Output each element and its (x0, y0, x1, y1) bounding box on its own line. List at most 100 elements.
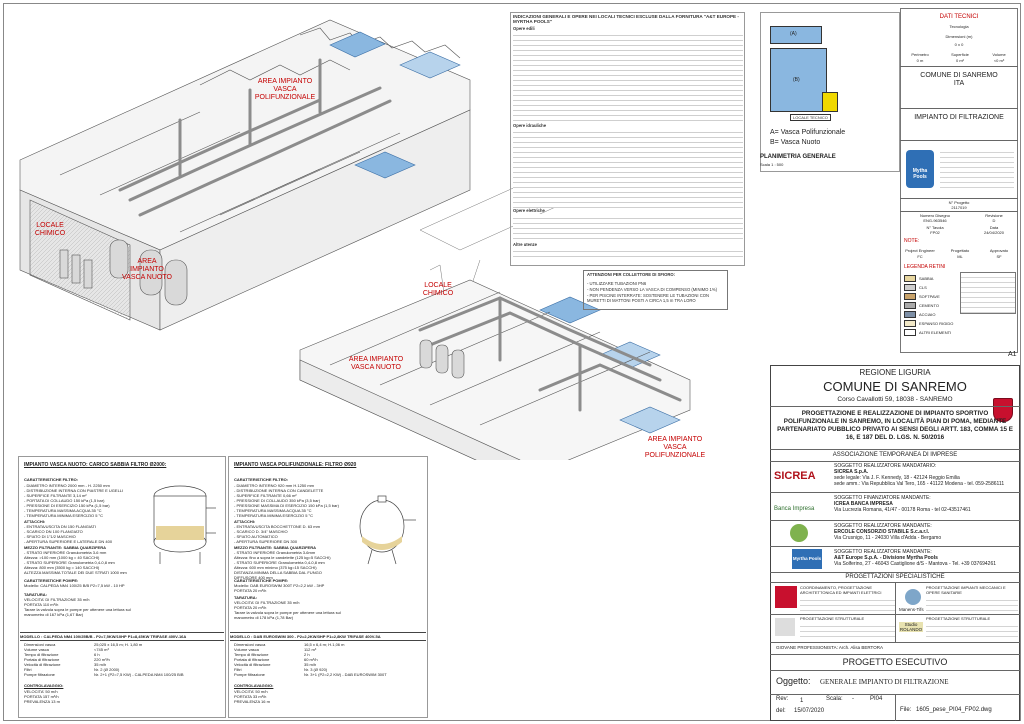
cover-municipality: COMUNE DI SANREMO (823, 379, 967, 394)
tech-country: ITA (953, 80, 965, 87)
prog-value: ML (957, 254, 963, 259)
legend-item: ESPANSO RIGIDO (904, 319, 958, 328)
revision-table (960, 272, 1016, 314)
banca-logo: Banca Impresa (774, 506, 815, 512)
object-label: Oggetto: (776, 676, 811, 686)
rev-value: 1 (800, 698, 804, 704)
label-swim-area: AREA IMPIANTO VASCA NUOTO (122, 258, 172, 281)
spec-poly-control-header: CONTROLAVAGGIO: (234, 683, 274, 688)
spec-poly-pump-header: CARATTERISTICHE POMPE: (234, 578, 289, 583)
spec-swim-pump-header: CARATTERISTICHE POMPE: (24, 578, 79, 583)
volume-value: <0 m³ (993, 58, 1005, 63)
company-1-role: SOGGETTO REALIZZATORE MANDATARIO: (834, 463, 937, 469)
divider (770, 670, 1020, 671)
divider (900, 198, 1018, 199)
specialist-left: COORDINAMENTO, PROGETTAZIONE ARCHITETTON… (800, 585, 882, 595)
perimeter-value: 0 m (916, 58, 924, 63)
divider (900, 140, 1018, 141)
company-2-role: SOGGETTO FINANZIATORE MANDANTE: (834, 495, 931, 501)
legend-item: CLS (904, 283, 958, 292)
young-professional: GIOVANE PROFESSIONISTA: Arch. Alisa BERT… (776, 645, 883, 650)
spec-poly-table-title: MODELLO : DAB EUROSWIM 300 - P2=2,2KW/3H… (230, 632, 426, 641)
divider (900, 108, 1018, 109)
notes-section-altre: Altre utenze (513, 241, 537, 247)
specialist-right: PROGETTAZIONE IMPIANTI MECCANICI E OPERE… (926, 585, 1006, 595)
tech-label: Tecnologia (949, 24, 969, 29)
table-row: Volume vasca<745 m³ (24, 647, 109, 652)
legend-b: B= Vasca Nuoto (770, 139, 821, 146)
divider (770, 406, 1020, 407)
divider (770, 642, 1020, 643)
spec-swim-filter-header: CARATTERISTICHE FILTRO: (24, 477, 79, 482)
date-value-cover: 15/07/2020 (794, 708, 825, 714)
tech-plant-title: IMPIANTO DI FILTRAZIONE (914, 114, 1004, 121)
project-phase: PROGETTO ESECUTIVO (842, 657, 948, 667)
myrtha-logo-text: Mytha Pools (912, 168, 928, 180)
planimetry-caption: PLANIMETRIA GENERALE (760, 154, 836, 160)
spec-swim-setup-header: TARATURA: (24, 592, 47, 597)
bp-logo (775, 618, 795, 636)
divider (895, 694, 896, 721)
revision: D (992, 218, 996, 223)
notes-section-edili: Opere edili (513, 26, 535, 31)
specialist-right-details (926, 596, 1018, 612)
attention-box (583, 270, 728, 310)
company-1-name: SICREA S.p.A. (834, 469, 869, 475)
legend-item: ALTRI ELEMENTI (904, 328, 958, 337)
dims-label: Dimensioni (m) (945, 34, 973, 39)
company-3-role: SOGGETTO REALIZZATORE MANDANTE: (834, 523, 932, 529)
scale-value: - (852, 696, 854, 702)
legend-item: SOFTPAVE (904, 292, 958, 301)
eng-value: FC (917, 254, 923, 259)
appr-value: SF (996, 254, 1002, 259)
divider (770, 572, 1020, 573)
divider (770, 461, 1020, 462)
spec-poly-media-header: MEZZO FILTRANTE: SABBIA QUARZIFERA (234, 545, 316, 550)
spec-poly-setup-header: TARATURA: (234, 595, 257, 600)
company-2-name: ICREA BANCA IMPRESA (834, 501, 893, 507)
company-3-name: ERCOLE CONSORZIO STABILE S.c.a.r.l. (834, 529, 930, 535)
association-label: ASSOCIAZIONE TEMPORANEA DI IMPRESE (832, 452, 958, 458)
sheet-size: A1 (1008, 351, 1017, 358)
swim-filter-drawing (153, 485, 216, 564)
upper-filters (59, 239, 188, 306)
myrtha-logo (906, 150, 934, 188)
spec-swim-attach-list: - ENTRATA/USCITA DN 150 FLANGIATI- SCARI… (24, 524, 113, 544)
planimetry-panel (760, 12, 900, 172)
attention-title: ATTENZIONI PER COLLETTORE DI SFIORO: (587, 272, 676, 277)
pool-b (770, 48, 827, 112)
legend-list: SABBIA CLS SOFTPAVE CEMENTO ACCIAIO ESPA… (904, 274, 958, 337)
revision-label: Revisione (985, 213, 1003, 218)
divider (770, 546, 1020, 547)
myrtha-address-block (940, 148, 1014, 192)
general-notes-panel (510, 12, 745, 266)
company-4-line1: Via Solferino, 27 - 46043 Castiglione d/… (834, 561, 997, 567)
label-lower-poly: AREA IMPIANTO VASCA POLIFUNZIONALE (644, 436, 706, 459)
tech-room-label: LOCALE TECNICO (790, 114, 831, 121)
legend-title: LEGENDA RETINI (904, 264, 946, 270)
spec-poly-panel (228, 456, 428, 718)
project-description: PROGETTAZIONE E REALIZZAZIONE DI IMPIANT… (777, 410, 1013, 441)
spec-swim-attach-header: ATTACCHI: (24, 519, 46, 524)
object-value: GENERALE IMPIANTO DI FILTRAZIONE (820, 678, 949, 686)
structural-right-details (926, 622, 1018, 638)
lower-pipes (418, 296, 682, 412)
manens-logo (905, 589, 921, 605)
rev-label: Rev: (776, 696, 789, 702)
pool-a (770, 26, 822, 44)
spec-poly-attach-header: ATTACCHI: (234, 519, 256, 524)
spec-poly-attach-list: - ENTRATA/USCITA BOCCHETTONE D. 63 mm- S… (234, 524, 320, 544)
spec-poly-filter-list: - DIAMETRO INTERNO 920 mm H.1250 mm- DIS… (234, 483, 339, 518)
